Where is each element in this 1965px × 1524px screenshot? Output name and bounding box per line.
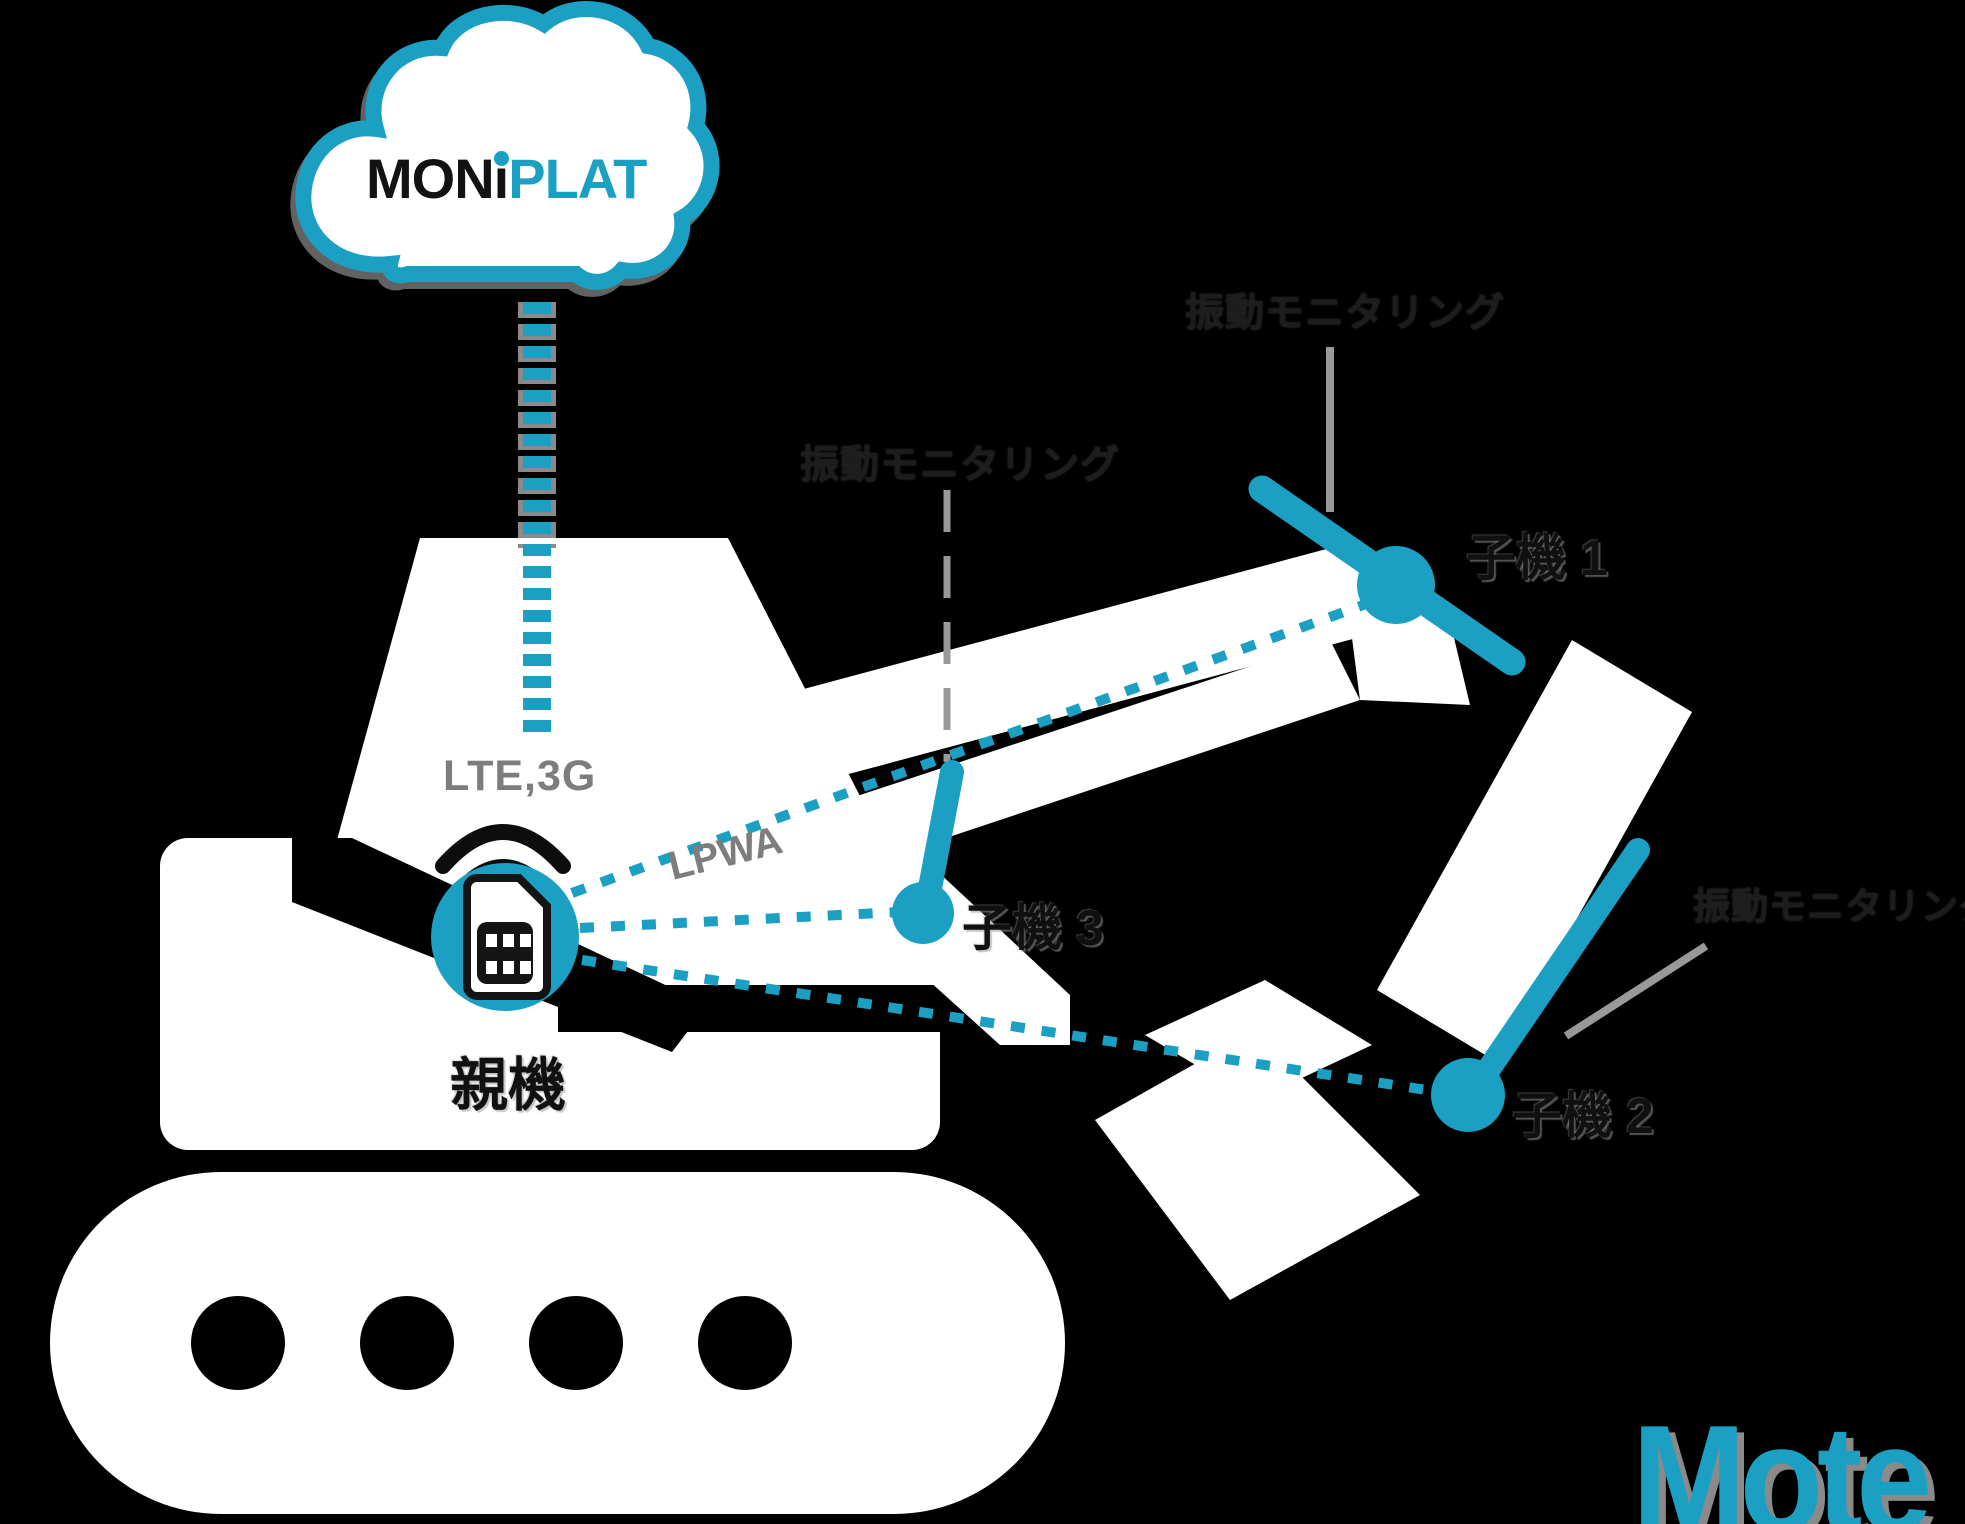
- boom-lower-chord: [845, 640, 1360, 860]
- moniplat-i-dot: [494, 151, 509, 166]
- track-wheel-3: [529, 1296, 623, 1390]
- lpwa-link-child3: [579, 907, 901, 933]
- sensor-node-child1: [1357, 546, 1435, 624]
- cloud-shape: [295, 1, 720, 290]
- sim-chip-slot: [520, 934, 531, 947]
- monitoring-label-middle: 振動モニタリング: [800, 444, 1121, 487]
- cellular-technology-label: LTE,3G: [443, 752, 597, 800]
- sim-chip-slot: [520, 961, 531, 974]
- sim-chip-slot: [486, 961, 497, 974]
- track-wheel-1: [191, 1296, 285, 1390]
- sim-chip-slot: [503, 961, 514, 974]
- sensor-node-child3: [892, 882, 954, 944]
- track-wheel-2: [360, 1296, 454, 1390]
- track-wheel-4: [698, 1296, 792, 1390]
- moniplat-logo-suffix: PLAT: [508, 147, 647, 210]
- sensor-node-child2: [1431, 1058, 1505, 1132]
- arm: [1377, 640, 1692, 1062]
- parent-unit-label: 親機: [450, 1053, 567, 1118]
- child-unit-3-label: 子機 3: [962, 900, 1104, 956]
- child-unit-2-label: 子機 2: [1512, 1088, 1654, 1144]
- child-unit-1-label: 子機 1: [1466, 530, 1608, 586]
- lpwa-link-child1: [570, 591, 1390, 898]
- sim-chip-slot: [503, 934, 514, 947]
- monitoring-label-top: 振動モニタリング: [1185, 292, 1506, 335]
- wifi-outer-arc-icon: [435, 824, 571, 874]
- sensor-bar-child3: [918, 760, 964, 900]
- sensor-bar-child2: [1466, 838, 1650, 1097]
- mote-watermark: Mote: [1632, 1394, 1932, 1524]
- sim-chip-slot: [486, 934, 497, 947]
- cloud-group: [295, 1, 720, 290]
- moniplat-logo: MONiPLAT: [366, 146, 647, 211]
- boom-upper-chord: [800, 540, 1405, 775]
- lpwa-link-child2: [581, 955, 1441, 1097]
- bucket: [1095, 1030, 1420, 1300]
- pointer-line-right-label: [1563, 942, 1709, 1040]
- moniplat-logo-prefix: MONi: [366, 147, 509, 210]
- sim-chip-icon: [477, 922, 533, 984]
- monitoring-label-right: 振動モニタリング: [1693, 886, 1965, 927]
